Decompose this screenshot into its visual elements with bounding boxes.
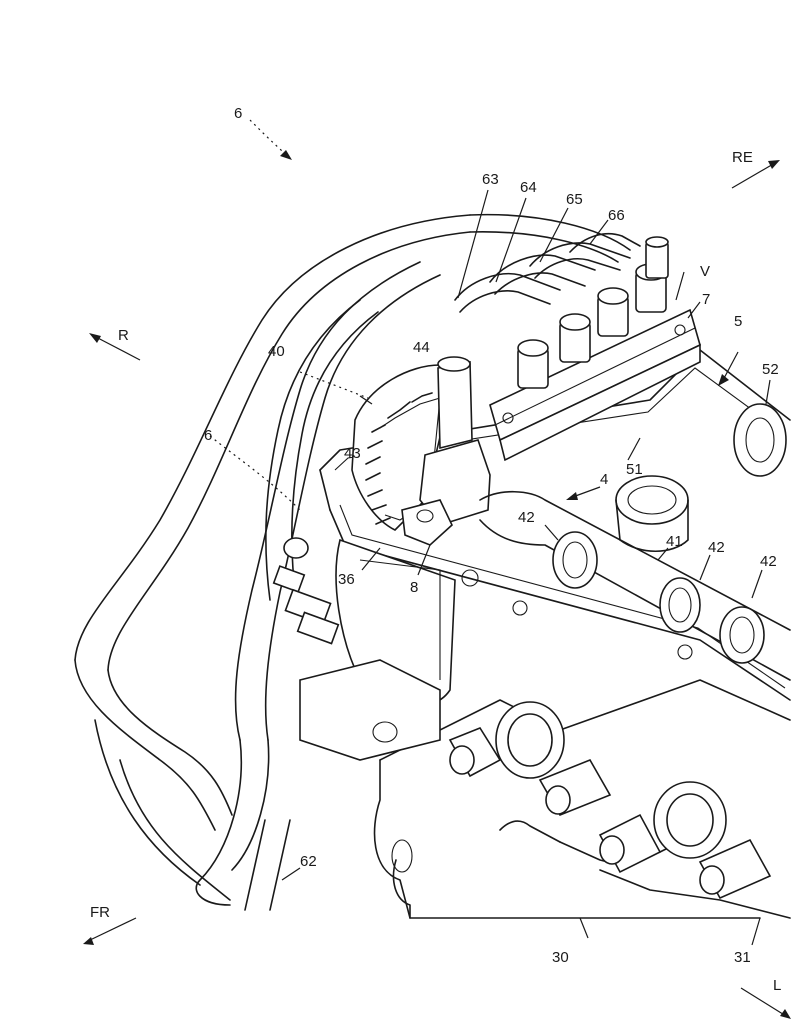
label-43: 43	[344, 445, 361, 462]
sensor-connector	[210, 436, 338, 644]
lead-51	[628, 438, 640, 460]
direction-label-l: L	[773, 977, 781, 994]
label-42-c: 42	[760, 553, 777, 570]
label-36: 36	[338, 571, 355, 588]
label-31: 31	[734, 949, 751, 966]
label-42-a: 42	[518, 509, 535, 526]
label-51: 51	[626, 461, 643, 478]
timing-cover-36	[300, 540, 455, 760]
label-44: 44	[413, 339, 430, 356]
direction-arrow-fr: FR	[83, 904, 136, 945]
direction-arrow-l: L	[741, 977, 791, 1019]
label-41: 41	[666, 533, 683, 550]
label-4: 4	[600, 471, 608, 488]
label-30: 30	[552, 949, 569, 966]
direction-arrow-r: R	[89, 327, 140, 360]
label-6-left: 6	[204, 427, 212, 444]
port-flange-front	[450, 702, 610, 815]
label-6-top: 6	[234, 105, 242, 122]
label-7: 7	[702, 291, 710, 308]
label-8: 8	[410, 579, 418, 596]
direction-label-re: RE	[732, 149, 753, 166]
label-62: 62	[300, 853, 317, 870]
direction-arrow-re: RE	[732, 149, 780, 188]
label-52: 52	[762, 361, 779, 378]
lead-6-top-arrow	[280, 150, 292, 160]
direction-label-fr: FR	[90, 904, 110, 921]
direction-label-r: R	[118, 327, 129, 344]
harness-62	[245, 820, 300, 910]
label-42-b: 42	[708, 539, 725, 556]
label-64: 64	[520, 179, 537, 196]
label-65: 65	[566, 191, 583, 208]
label-63: 63	[482, 171, 499, 188]
label-v: V	[700, 263, 710, 280]
label-40: 40	[268, 343, 285, 360]
label-5: 5	[734, 313, 742, 330]
label-66: 66	[608, 207, 625, 224]
camshaft-4	[480, 476, 790, 680]
